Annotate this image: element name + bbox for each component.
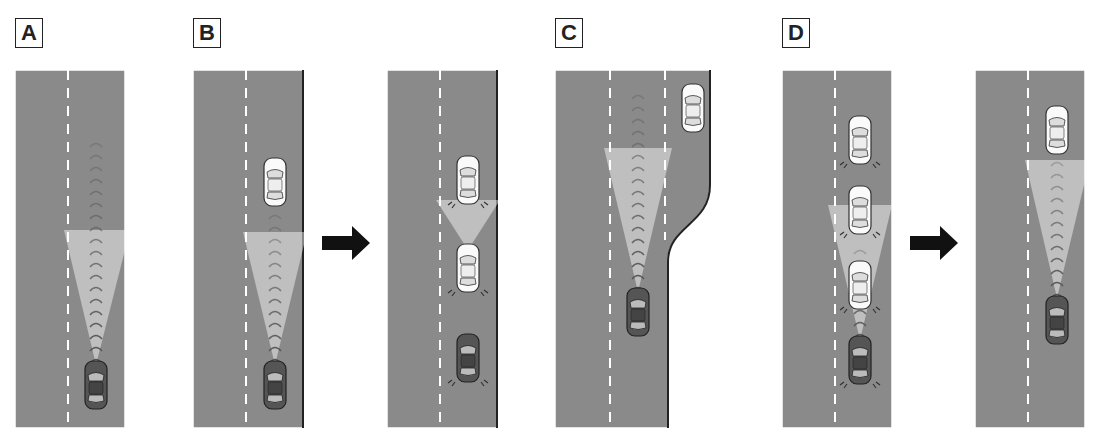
radar-cone <box>64 148 1090 365</box>
brake-mark <box>448 162 880 388</box>
radar-wave <box>90 96 1063 364</box>
radar-wave <box>1051 175 1063 179</box>
radar-wave <box>269 336 281 340</box>
brake-mark <box>481 380 488 386</box>
radar-wave <box>1051 223 1063 227</box>
radar-wave <box>90 168 102 172</box>
panel-letter: D <box>788 22 804 44</box>
radar-wave <box>1051 163 1063 167</box>
radar-wave <box>90 228 102 232</box>
brake-mark <box>873 307 880 313</box>
brake-mark <box>840 307 847 313</box>
radar-wave <box>632 204 644 208</box>
radar-wave <box>269 264 281 268</box>
lane-marking <box>68 70 1028 428</box>
radar-wave <box>632 144 644 148</box>
radar-wave <box>269 312 281 316</box>
radar-wave <box>90 264 102 268</box>
radar-wave <box>90 276 102 280</box>
brake-mark <box>448 380 455 386</box>
radar-wave <box>90 204 102 208</box>
radar-wave <box>90 288 102 292</box>
radar-wave <box>269 300 281 304</box>
radar-wave <box>632 108 644 112</box>
radar-wave <box>90 192 102 196</box>
radar-wave <box>632 240 644 244</box>
radar-wave <box>632 168 644 172</box>
radar-wave <box>269 324 281 328</box>
panel-label: C <box>555 18 583 48</box>
radar-wave <box>90 240 102 244</box>
radar-wave <box>632 132 644 136</box>
radar-wave <box>90 252 102 256</box>
radar-wave <box>1051 271 1063 275</box>
panel-letter: A <box>21 22 37 44</box>
radar-wave <box>90 300 102 304</box>
panel-label: B <box>193 18 221 48</box>
radar-wave <box>632 264 644 268</box>
vehicle <box>85 84 1068 409</box>
radar-wave <box>269 348 281 352</box>
brake-mark <box>481 202 488 208</box>
radar-wave <box>632 252 644 256</box>
radar-wave <box>90 348 102 352</box>
panel-label: A <box>15 18 43 48</box>
radar-wave <box>269 252 281 256</box>
brake-mark <box>481 290 488 296</box>
radar-wave <box>90 324 102 328</box>
radar-wave <box>269 240 281 244</box>
radar-wave <box>854 311 866 315</box>
radar-wave <box>90 180 102 184</box>
panel-label: D <box>782 18 810 48</box>
radar-wave <box>90 156 102 160</box>
brake-mark <box>873 382 880 388</box>
radar-wave <box>90 336 102 340</box>
radar-wave <box>632 276 644 280</box>
radar-wave <box>632 120 644 124</box>
radar-wave <box>632 228 644 232</box>
radar-wave <box>90 144 102 148</box>
panel-letter: C <box>561 22 577 44</box>
radar-wave <box>269 228 281 232</box>
radar-wave <box>269 216 281 220</box>
radar-wave <box>632 156 644 160</box>
radar-wave <box>1051 247 1063 251</box>
brake-mark <box>448 290 455 296</box>
road <box>15 70 1085 428</box>
radar-wave <box>1051 283 1063 287</box>
radar-wave <box>269 288 281 292</box>
road-edge <box>303 70 710 428</box>
radar-wave <box>854 251 866 255</box>
brake-mark <box>840 232 847 238</box>
radar-wave <box>1051 259 1063 263</box>
brake-mark <box>448 202 455 208</box>
brake-mark <box>840 382 847 388</box>
radar-wave <box>632 216 644 220</box>
radar-wave <box>854 323 866 327</box>
radar-wave <box>1051 235 1063 239</box>
radar-wave <box>1051 199 1063 203</box>
brake-mark <box>840 162 847 168</box>
radar-wave <box>632 96 644 100</box>
panel-letter: B <box>199 22 215 44</box>
radar-wave <box>269 276 281 280</box>
radar-wave <box>90 312 102 316</box>
brake-mark <box>873 162 880 168</box>
brake-mark <box>873 232 880 238</box>
radar-wave <box>1051 187 1063 191</box>
radar-wave <box>632 180 644 184</box>
radar-wave <box>1051 211 1063 215</box>
radar-wave <box>632 192 644 196</box>
radar-wave <box>90 216 102 220</box>
